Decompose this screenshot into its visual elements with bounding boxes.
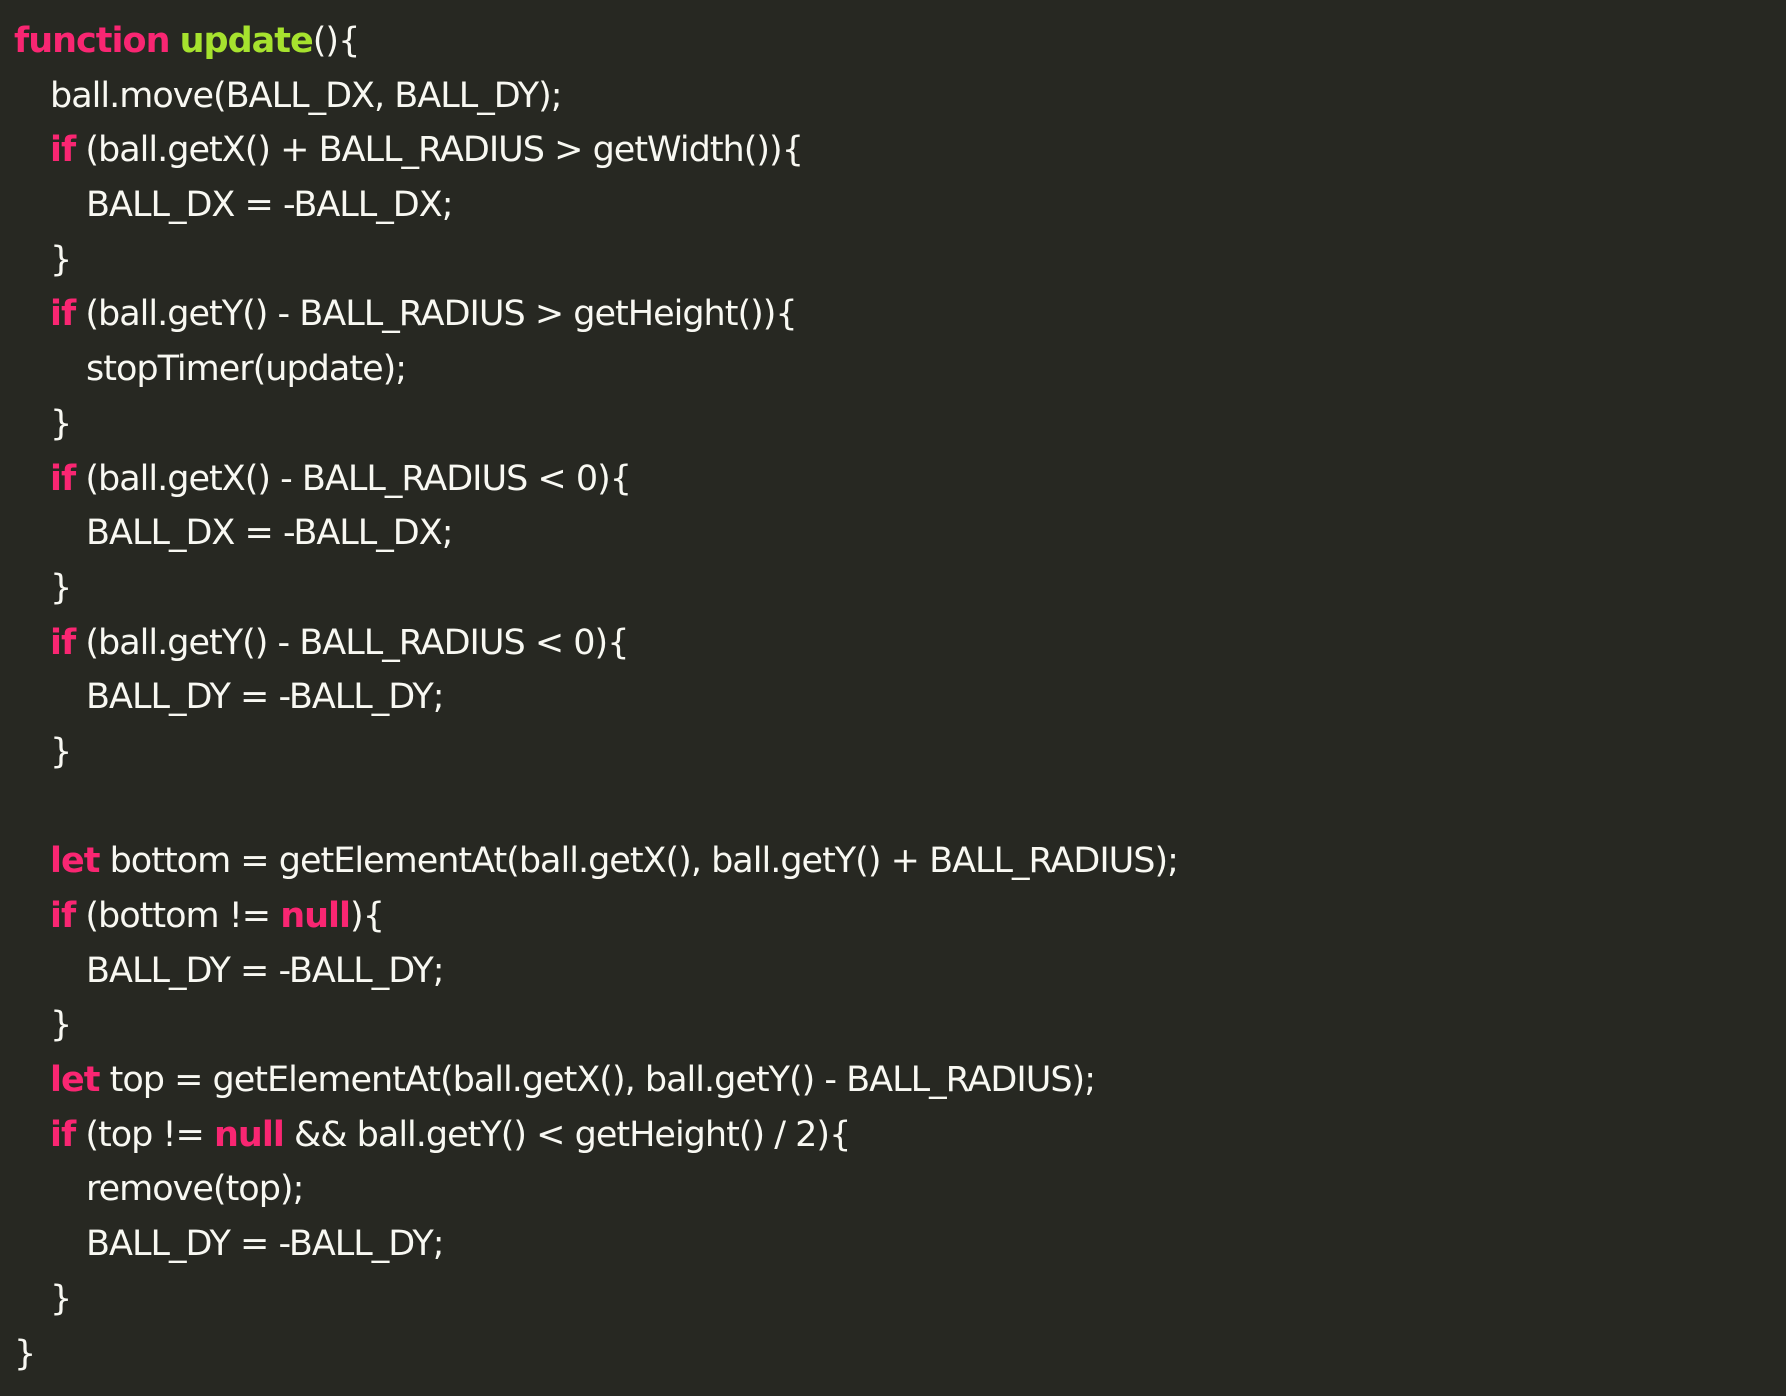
code-line: BALL_DX = -BALL_DX; <box>14 506 1178 561</box>
code-line: let top = getElementAt(ball.getX(), ball… <box>14 1053 1178 1108</box>
code-line: } <box>14 725 1178 780</box>
code-token <box>170 21 180 61</box>
code-line: if (top != null && ball.getY() < getHeig… <box>14 1108 1178 1163</box>
code-line: if (ball.getX() - BALL_RADIUS < 0){ <box>14 452 1178 507</box>
code-line: if (bottom != null){ <box>14 889 1178 944</box>
code-line: BALL_DX = -BALL_DX; <box>14 178 1178 233</box>
code-line: stopTimer(update); <box>14 342 1178 397</box>
code-editor: function update(){ ball.move(BALL_DX, BAL… <box>14 14 1179 1382</box>
code-token: top = getElementAt(ball.getX(), ball.get… <box>99 1060 1096 1101</box>
code-line: } <box>14 561 1178 616</box>
keyword-token: if <box>50 294 76 335</box>
code-token: } <box>14 1333 36 1374</box>
code-line: BALL_DY = -BALL_DY; <box>14 944 1178 999</box>
code-token: BALL_DX = -BALL_DX; <box>86 513 454 554</box>
keyword-token: null <box>213 1114 285 1155</box>
code-token: } <box>50 403 72 444</box>
keyword-token: if <box>50 622 76 663</box>
code-line: } <box>14 998 1178 1053</box>
code-line: } <box>14 397 1178 452</box>
code-line: } <box>14 1327 1178 1382</box>
code-token: } <box>50 731 72 772</box>
function-name-token: update <box>179 21 314 61</box>
code-token: BALL_DY = -BALL_DY; <box>86 1224 444 1265</box>
keyword-token: let <box>50 1060 100 1101</box>
code-token: (){ <box>312 21 361 61</box>
code-token: } <box>50 1005 72 1046</box>
code-line: ball.move(BALL_DX, BALL_DY); <box>14 69 1178 124</box>
code-line: } <box>14 233 1178 288</box>
code-token: BALL_DY = -BALL_DY; <box>86 950 444 991</box>
code-token: } <box>50 239 72 280</box>
code-token: (bottom != <box>75 896 281 936</box>
code-token: && ball.getY() < getHeight() / 2){ <box>283 1114 851 1155</box>
code-token: (ball.getX() + BALL_RADIUS > getWidth())… <box>75 130 804 171</box>
code-line: remove(top); <box>14 1162 1178 1217</box>
keyword-token: if <box>50 458 76 499</box>
code-line: } <box>14 1272 1178 1327</box>
code-token: (top != <box>75 1114 214 1155</box>
code-line: if (ball.getX() + BALL_RADIUS > getWidth… <box>14 123 1178 178</box>
code-token: ){ <box>350 896 385 936</box>
code-line <box>14 780 1178 835</box>
code-token: (ball.getX() - BALL_RADIUS < 0){ <box>75 458 632 499</box>
code-token: (ball.getY() - BALL_RADIUS > getHeight()… <box>75 294 797 335</box>
keyword-token: let <box>50 841 100 882</box>
code-line: if (ball.getY() - BALL_RADIUS > getHeigh… <box>14 287 1178 342</box>
code-line: function update(){ <box>14 14 1178 69</box>
code-token: ball.move(BALL_DX, BALL_DY); <box>50 75 563 116</box>
code-token: } <box>50 1278 72 1319</box>
keyword-token: if <box>50 1114 76 1155</box>
keyword-token: null <box>280 896 351 936</box>
code-token: } <box>50 567 72 608</box>
code-line: let bottom = getElementAt(ball.getX(), b… <box>14 834 1179 889</box>
code-line: BALL_DY = -BALL_DY; <box>14 1217 1178 1272</box>
code-line: if (ball.getY() - BALL_RADIUS < 0){ <box>14 616 1178 671</box>
code-line: BALL_DY = -BALL_DY; <box>14 670 1178 725</box>
code-token: BALL_DY = -BALL_DY; <box>86 677 444 718</box>
keyword-token: if <box>50 896 76 936</box>
code-token: stopTimer(update); <box>86 349 407 390</box>
code-token: BALL_DX = -BALL_DX; <box>86 185 454 226</box>
code-token: remove(top); <box>86 1169 304 1210</box>
keyword-token: function <box>14 21 170 61</box>
code-token: bottom = getElementAt(ball.getX(), ball.… <box>99 841 1179 882</box>
keyword-token: if <box>50 130 76 171</box>
code-token: (ball.getY() - BALL_RADIUS < 0){ <box>75 622 629 663</box>
